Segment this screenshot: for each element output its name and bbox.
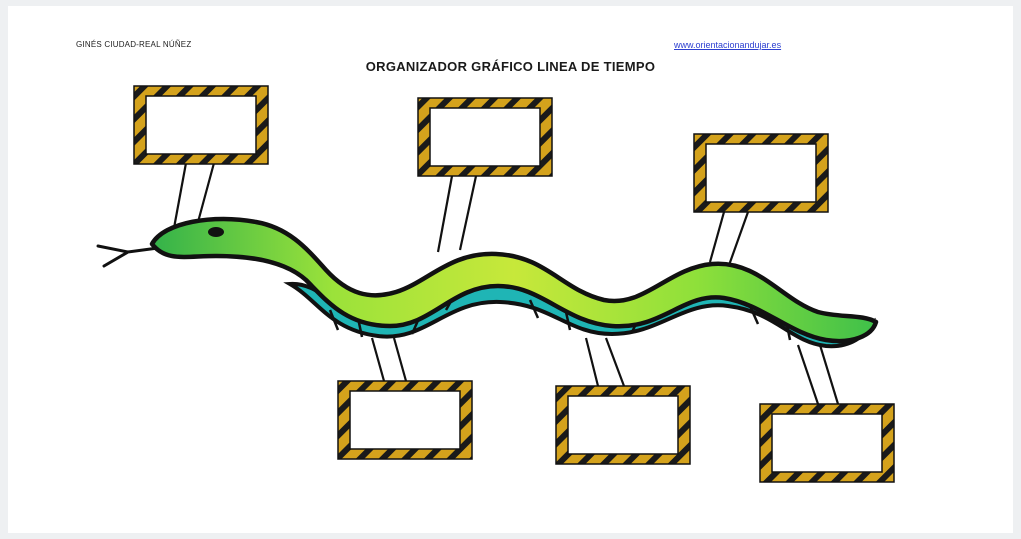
connector-line: [708, 211, 726, 263]
page-title: ORGANIZADOR GRÁFICO LINEA DE TIEMPO: [365, 59, 656, 74]
connector-line: [726, 211, 750, 269]
connector-line: [458, 175, 478, 251]
connector-line: [196, 162, 216, 223]
timeline-boxes: [133, 85, 895, 483]
timeline-box-3[interactable]: [693, 133, 829, 213]
connector-line: [370, 337, 386, 382]
timeline-box-4[interactable]: [337, 380, 473, 460]
connector-line: [392, 337, 408, 382]
author-name: GINÉS CIUDAD-REAL NÚÑEZ: [76, 40, 192, 49]
timeline-box-1[interactable]: [133, 85, 269, 165]
website-link[interactable]: www.orientacionandujar.es: [674, 40, 782, 50]
snake-eye: [208, 227, 224, 237]
connector-lines: [172, 162, 840, 405]
timeline-box-2[interactable]: [417, 97, 553, 177]
timeline-box-6[interactable]: [759, 403, 895, 483]
connector-line: [796, 344, 820, 405]
snake-illustration: [96, 216, 879, 349]
snake-tongue: [96, 244, 160, 268]
timeline-box-5[interactable]: [555, 385, 691, 465]
connector-line: [818, 344, 840, 405]
connector-line: [436, 175, 454, 253]
snake-body: [149, 216, 879, 344]
connector-line: [172, 162, 188, 229]
connector-line: [584, 337, 600, 387]
connector-line: [604, 337, 626, 387]
